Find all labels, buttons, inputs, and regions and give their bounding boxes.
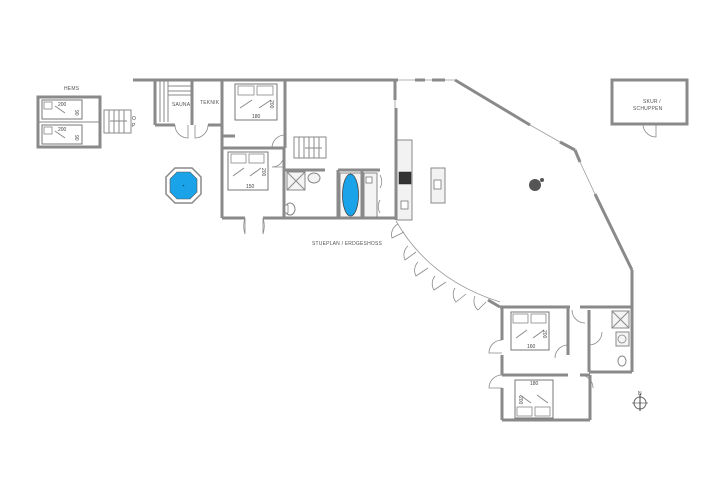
main-house-walls: SAUNA TEKNIK 180 200 150 200	[133, 78, 634, 305]
floor-title: STUEPLAN / ERDGESHOSS	[312, 241, 383, 247]
stair-mark-o: O	[132, 116, 136, 122]
sauna-label: SAUNA	[172, 102, 191, 108]
stair-mark-p: P	[132, 123, 136, 129]
south-wing: 160 200 180 200	[488, 305, 634, 422]
bedroom2-bed-length: 200	[260, 168, 266, 177]
bedroom1-bed-length: 200	[268, 100, 274, 109]
bedroom3-bed-width: 160	[527, 344, 536, 350]
curved-facade: STUEPLAN / ERDGESHOSS	[312, 220, 501, 311]
shed-label-line1: SKUR /	[643, 99, 661, 105]
shed-label-line2: SCHUPPEN	[633, 106, 663, 112]
hems-label: HEMS	[64, 86, 80, 92]
hems-loft: HEMS 200 90 200 90 O P	[36, 86, 136, 149]
hems-bed1-length: 200	[58, 102, 67, 108]
hems-bed1-width: 90	[73, 110, 79, 116]
bedroom3-bed-length: 200	[541, 330, 547, 339]
hems-bed2-width: 90	[73, 135, 79, 141]
compass: N	[632, 391, 648, 411]
bedroom1-bed-width: 180	[252, 114, 261, 120]
bedroom2-bed-width: 150	[246, 184, 255, 190]
bedroom4-bed-width: 180	[530, 381, 539, 387]
bedroom4-bed-length: 200	[517, 396, 523, 405]
compass-north-label: N	[638, 391, 642, 397]
teknik-label: TEKNIK	[200, 100, 220, 106]
shed: SKUR / SCHUPPEN	[610, 78, 689, 138]
hems-bed2-length: 200	[58, 127, 67, 133]
hot-tub	[165, 167, 202, 204]
